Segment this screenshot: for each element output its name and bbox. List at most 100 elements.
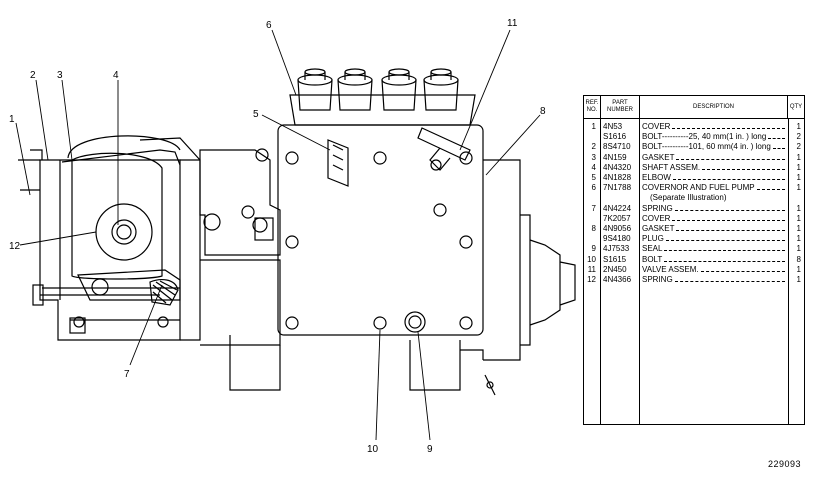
callout-10: 10 (367, 444, 379, 455)
row-part-number: 4N53 (603, 122, 623, 131)
linkage-bracket (199, 148, 281, 346)
row-part-number: 2N450 (603, 264, 627, 274)
governor-housing (18, 135, 201, 341)
row-description: SPRING (642, 275, 787, 285)
row-description-text: ELBOW (642, 173, 671, 182)
drive-end-shaft (484, 214, 576, 396)
row-part-number: 4N4224 (603, 203, 632, 213)
row-qty: 2 (796, 142, 801, 152)
row-description: VALVE ASSEM. (642, 265, 787, 275)
row-part-number: 4J7533 (603, 244, 630, 254)
row-description: GASKET (642, 153, 787, 163)
row-description-text: SPRING (642, 203, 673, 213)
row-leader-dashes (700, 265, 785, 272)
row-description-text: COVER (642, 122, 671, 131)
row-description: BOLT----------25, 40 mm(1 in. ) long (642, 132, 787, 142)
row-ref-no: 7 (591, 203, 596, 213)
row-description: SPRING (642, 204, 787, 214)
row-leader-dashes (665, 234, 785, 242)
table-row: 4 4N4320 SHAFT ASSEM. 1 (584, 163, 804, 173)
table-row: (Separate Illustration) (584, 193, 804, 203)
delivery-valve-fittings (289, 68, 476, 126)
row-part-number: 7K2057 (603, 213, 631, 223)
row-description: COVER (642, 214, 787, 224)
callout-2: 2 (30, 70, 36, 81)
shaft-assembly (95, 203, 153, 261)
spring-assembly (73, 269, 181, 328)
row-part-number: S1615 (603, 254, 627, 264)
header-ref-no: REF. NO. (584, 96, 601, 118)
row-description-text: (Separate Illustration) (650, 193, 727, 203)
row-description: (Separate Illustration) (642, 193, 795, 203)
row-ref-no: 4 (591, 162, 596, 172)
row-qty: 1 (796, 183, 801, 193)
row-description-text: SPRING (642, 275, 673, 284)
elbow-fitting (327, 139, 349, 187)
row-qty: 1 (796, 162, 801, 172)
callout-1: 1 (9, 114, 15, 125)
row-description: PLUG (642, 234, 787, 244)
row-leader-dashes (676, 153, 785, 160)
row-description-text: COVER (642, 213, 671, 223)
header-description: DESCRIPTION (640, 96, 788, 118)
row-description: SEAL (642, 244, 787, 254)
callout-4: 4 (113, 70, 119, 81)
callout-5: 5 (253, 109, 259, 120)
row-ref-no: 2 (591, 142, 596, 152)
row-description-text: BOLT (642, 254, 663, 264)
row-leader-dashes (768, 132, 785, 140)
row-ref-no: 8 (591, 224, 596, 233)
row-description-text: SHAFT ASSEM. (642, 162, 701, 172)
row-qty: 1 (796, 213, 801, 223)
row-ref-no: 10 (587, 254, 596, 264)
row-qty: 1 (796, 244, 801, 254)
row-description: GASKET (642, 224, 787, 234)
row-leader-dashes (674, 204, 785, 211)
row-ref-no: 5 (591, 173, 596, 182)
row-qty: 1 (796, 224, 801, 233)
leader-lines (15, 29, 541, 441)
row-ref-no: 3 (591, 152, 596, 162)
row-description: BOLT----------101, 60 mm(4 in. ) long (642, 142, 787, 152)
header-part-number: PART NUMBER (601, 96, 640, 118)
row-leader-dashes (674, 275, 785, 282)
fuel-pump-governor-drawing: 1 2 3 4 5 6 7 8 9 10 11 12 (9, 18, 576, 455)
row-leader-dashes (672, 173, 785, 180)
plug (404, 311, 426, 333)
row-part-number: 4N159 (603, 152, 627, 162)
cover-plate (71, 152, 163, 280)
row-part-number: 9S4180 (603, 234, 631, 244)
row-part-number: 8S4710 (603, 142, 631, 152)
row-part-number: 4N4366 (603, 275, 632, 284)
row-description: ELBOW (642, 173, 787, 183)
table-row: 3 4N159 GASKET 1 (584, 153, 804, 163)
row-description-text: BOLT----------101, 60 mm(4 in. ) long (642, 142, 771, 152)
row-description-text: GASKET (642, 224, 675, 233)
row-ref-no: 1 (591, 122, 596, 131)
row-part-number: 4N4320 (603, 162, 632, 172)
row-part-number: 4N1828 (603, 173, 632, 182)
row-part-number: 7N1788 (603, 183, 632, 193)
pump-housing (229, 124, 521, 391)
row-leader-dashes (756, 183, 785, 191)
callout-7: 7 (124, 369, 130, 380)
row-description-text: GASKET (642, 152, 675, 162)
callout-3: 3 (57, 70, 63, 81)
row-qty: 1 (796, 152, 801, 162)
callout-6: 6 (266, 20, 272, 31)
callout-9: 9 (427, 444, 433, 455)
row-qty: 1 (796, 173, 801, 182)
row-description-text: VALVE ASSEM. (642, 264, 699, 274)
row-leader-dashes (702, 163, 785, 170)
row-description: COVERNOR AND FUEL PUMP (642, 183, 787, 193)
